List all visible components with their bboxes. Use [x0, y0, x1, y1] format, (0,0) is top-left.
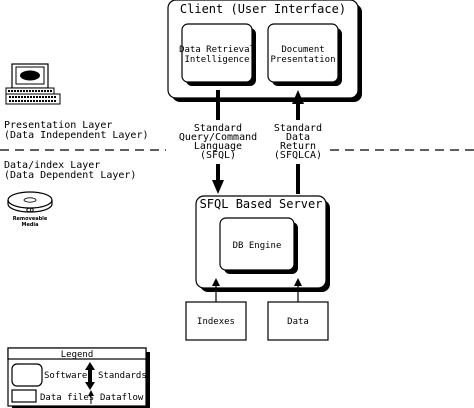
computer-icon [5, 63, 61, 105]
data-retrieval-module [181, 23, 256, 86]
indexes-label: Indexes [197, 317, 235, 327]
query-label-1: Standard [194, 123, 242, 134]
intelligence-label: Intelligence [184, 55, 249, 65]
server-title: SFQL Based Server [200, 197, 323, 211]
data-dataflow-arrow [294, 278, 302, 302]
return-label-bg [270, 120, 328, 164]
query-label-2: Query/Command [179, 132, 257, 143]
cd-media-icon [7, 191, 53, 213]
cd-label: CD [26, 208, 34, 214]
client-title: Client (User Interface) [180, 2, 346, 16]
return-label-1: Standard [274, 123, 322, 134]
db-engine-box [219, 217, 298, 274]
db-engine-label: DB Engine [233, 241, 282, 251]
return-label-3: Return [280, 141, 316, 152]
document-label: Document [281, 45, 324, 55]
data-label: Data [287, 317, 309, 327]
query-label-bg [166, 120, 268, 164]
media-label: Media [21, 222, 38, 228]
legend-dataflow-icon [88, 390, 94, 404]
data-store [267, 301, 329, 341]
return-label-2: Data [286, 132, 310, 143]
presentation-layer-sublabel: (Data Independent Layer) [4, 130, 149, 141]
legend-software-label: Software [44, 371, 87, 381]
presentation-layer-label: Presentation Layer [4, 120, 112, 131]
presentation-label: Presentation [270, 55, 335, 65]
legend-dataflow-label: Dataflow [100, 393, 144, 403]
legend-datafiles-label: Data files [40, 393, 94, 403]
query-label-4: (SFQL) [200, 150, 236, 161]
legend-standards-icon [85, 362, 95, 390]
indexes-store [185, 301, 247, 341]
data-layer-sublabel: (Data Dependent Layer) [4, 170, 136, 181]
legend-title: Legend [61, 350, 94, 360]
legend-software-swatch [11, 363, 43, 387]
document-presentation-module [267, 23, 342, 86]
legend-datafile-swatch [11, 389, 37, 403]
data-retrieval-label: Data Retrieval [179, 45, 255, 55]
removeable-label: Removeable [13, 216, 48, 222]
return-label-4: (SFQLCA) [274, 150, 322, 161]
indexes-dataflow-arrow [212, 278, 220, 302]
data-layer-label: Data/index Layer [4, 160, 100, 171]
legend-standards-label: Standards [98, 371, 147, 381]
query-label-3: Language [194, 141, 242, 152]
